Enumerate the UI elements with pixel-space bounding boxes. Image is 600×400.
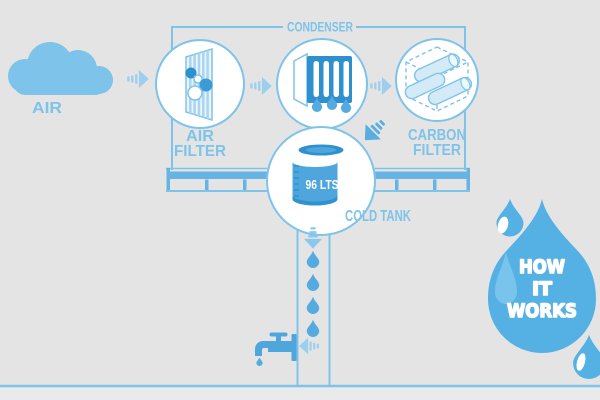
- big-drop-icon: [488, 199, 596, 353]
- cloud-icon: [8, 42, 113, 95]
- air-cloud: AIR: [8, 42, 113, 117]
- striped-filter-panel-icon: [185, 47, 213, 122]
- tank-water: [292, 162, 338, 206]
- carbon-filter-label-line1: CARBON: [408, 127, 466, 144]
- particle-big-white: [187, 85, 203, 101]
- air-filter-label-line2: FILTER: [174, 143, 226, 160]
- below-ground-strip: [0, 387, 600, 400]
- tank-scale-ticks: [294, 165, 299, 197]
- badge-line3: WORKS: [507, 300, 577, 322]
- corner-drop-highlight: [576, 353, 586, 371]
- badge-line2: IT: [532, 278, 552, 300]
- condenser-stage: [276, 38, 368, 130]
- particle-dark: [185, 67, 197, 79]
- carbon-rods-cube-icon: [404, 46, 473, 112]
- carbon-filter-label-line2: FILTER: [413, 142, 461, 159]
- air-filter-stage: AIR FILTER: [155, 39, 245, 160]
- coil-radiator-icon: [293, 52, 352, 113]
- cold-tank-label: COLD TANK: [345, 208, 411, 225]
- particle-small-white: [193, 74, 203, 84]
- how-it-works-badge: HOW IT WORKS: [488, 199, 600, 379]
- badge-line1: HOW: [519, 256, 565, 278]
- condenser-box: CONDENSER: [171, 20, 466, 170]
- support-column: [296, 228, 331, 386]
- tap-icon: [255, 332, 297, 366]
- tank-capacity: 96 LTS: [306, 178, 339, 192]
- condenser-label: CONDENSER: [287, 20, 353, 35]
- carbon-filter-stage: CARBON FILTER: [395, 38, 479, 159]
- air-filter-label-line1: AIR: [186, 128, 214, 145]
- cold-tank-stage: 96 LTS COLD TANK: [266, 126, 411, 236]
- air-label: AIR: [32, 100, 62, 117]
- water-cylinder-icon: 96 LTS: [292, 144, 344, 206]
- big-drop-highlight: [495, 252, 517, 304]
- particle-medium: [199, 78, 213, 92]
- small-drop-highlight: [497, 216, 509, 234]
